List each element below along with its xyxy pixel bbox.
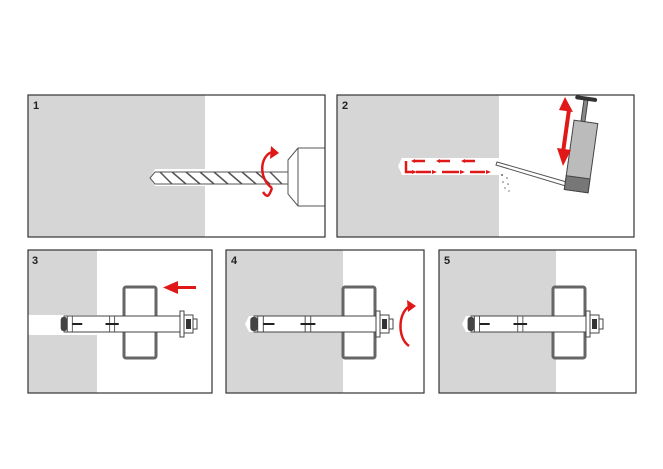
dust-particles (501, 174, 510, 192)
step-2-panel: 2 (336, 94, 635, 238)
step-3-panel: 3 (27, 249, 213, 394)
airflow-arrows-icon (404, 159, 491, 174)
wall (28, 95, 205, 237)
up-down-arrow-icon (557, 97, 573, 166)
anchor-bolt (59, 315, 182, 333)
step-number: 1 (33, 100, 39, 112)
step-1-panel: 1 (27, 94, 326, 238)
blow-pump (495, 95, 599, 194)
step-number: 5 (444, 255, 450, 267)
step-number: 2 (342, 100, 348, 112)
drill-chuck (287, 147, 326, 207)
anchor-bolt (249, 315, 386, 333)
step-number: 3 (32, 255, 38, 267)
step-number: 4 (231, 255, 238, 267)
step-4-panel: 4 (225, 249, 425, 394)
step-5-panel: 5 (438, 249, 637, 394)
insert-arrow-icon (163, 281, 196, 294)
anchor-bolt (466, 315, 591, 333)
rotation-arrow-icon (261, 146, 279, 197)
drill-bit (149, 171, 291, 185)
rotation-arrow-icon (399, 300, 416, 348)
